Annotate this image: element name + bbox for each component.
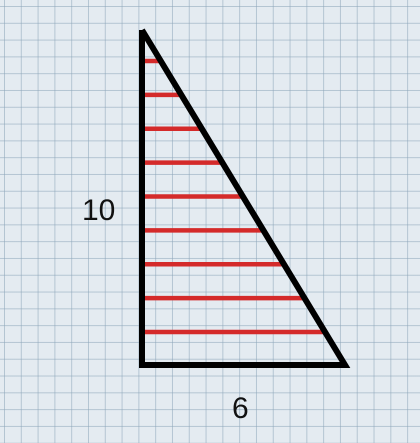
height-label: 10 bbox=[82, 194, 116, 227]
triangle-outline bbox=[139, 28, 351, 368]
horizontal-slices bbox=[144, 58, 325, 335]
base-label: 6 bbox=[232, 392, 249, 425]
